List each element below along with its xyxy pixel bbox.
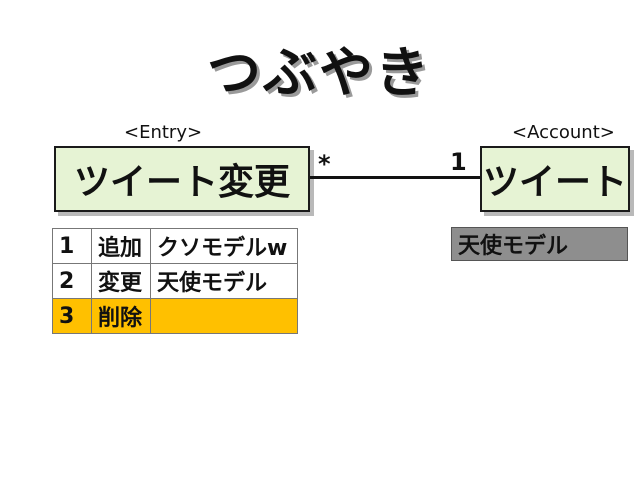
account-multiplicity: 1 — [450, 148, 467, 176]
record-number: 1 — [52, 228, 92, 264]
table-row: 2 変更 天使モデル — [52, 263, 298, 299]
account-record: 天使モデル — [451, 227, 628, 261]
record-number: 3 — [52, 298, 92, 334]
entry-records-table: 1 追加 クソモデルw 2 変更 天使モデル 3 削除 — [52, 228, 298, 334]
entry-entity-box: ツイート変更 — [54, 146, 310, 212]
account-record-value: 天使モデル — [458, 234, 569, 259]
account-entity-name: ツイート — [482, 162, 627, 203]
table-row-highlighted: 3 削除 — [52, 298, 298, 334]
record-value — [150, 298, 298, 334]
account-entity-box: ツイート — [480, 146, 630, 212]
record-operation: 変更 — [91, 263, 151, 299]
record-operation: 追加 — [91, 228, 151, 264]
diagram-title: つぶやき — [207, 41, 431, 104]
account-stereotype: <Account> — [512, 122, 615, 143]
record-value: クソモデルw — [150, 228, 298, 264]
record-number: 2 — [52, 263, 92, 299]
record-value: 天使モデル — [150, 263, 298, 299]
table-row: 1 追加 クソモデルw — [52, 228, 298, 264]
record-operation: 削除 — [91, 298, 151, 334]
entry-entity-name: ツイート変更 — [73, 162, 290, 203]
entry-stereotype: <Entry> — [124, 122, 203, 143]
association-line — [310, 176, 480, 179]
entry-multiplicity: * — [318, 150, 331, 178]
